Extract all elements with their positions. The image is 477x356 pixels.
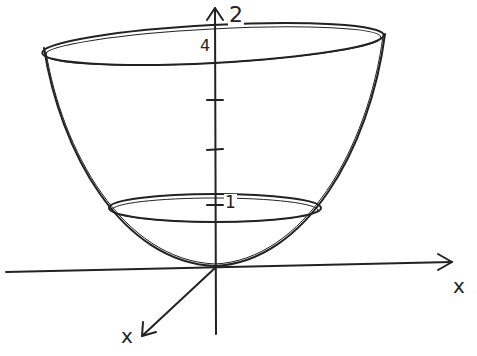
depth-axis	[142, 268, 215, 336]
axis-value: 1	[224, 194, 237, 211]
axis-value: 4	[199, 38, 211, 54]
tick-mark	[207, 149, 223, 150]
tick-mark	[207, 99, 223, 101]
axis-arrowhead	[142, 322, 156, 336]
top-rim	[41, 16, 385, 72]
tick-mark	[207, 204, 223, 206]
axis-name: x	[452, 276, 466, 296]
axis-name: x	[120, 326, 134, 346]
axis-arrowhead	[207, 8, 223, 20]
axis-arrowhead	[438, 254, 452, 270]
horizontal-axis	[6, 262, 452, 272]
vertical-axis	[215, 8, 216, 334]
top-rim-sketch	[44, 20, 381, 72]
axis-value: 2	[228, 4, 244, 26]
